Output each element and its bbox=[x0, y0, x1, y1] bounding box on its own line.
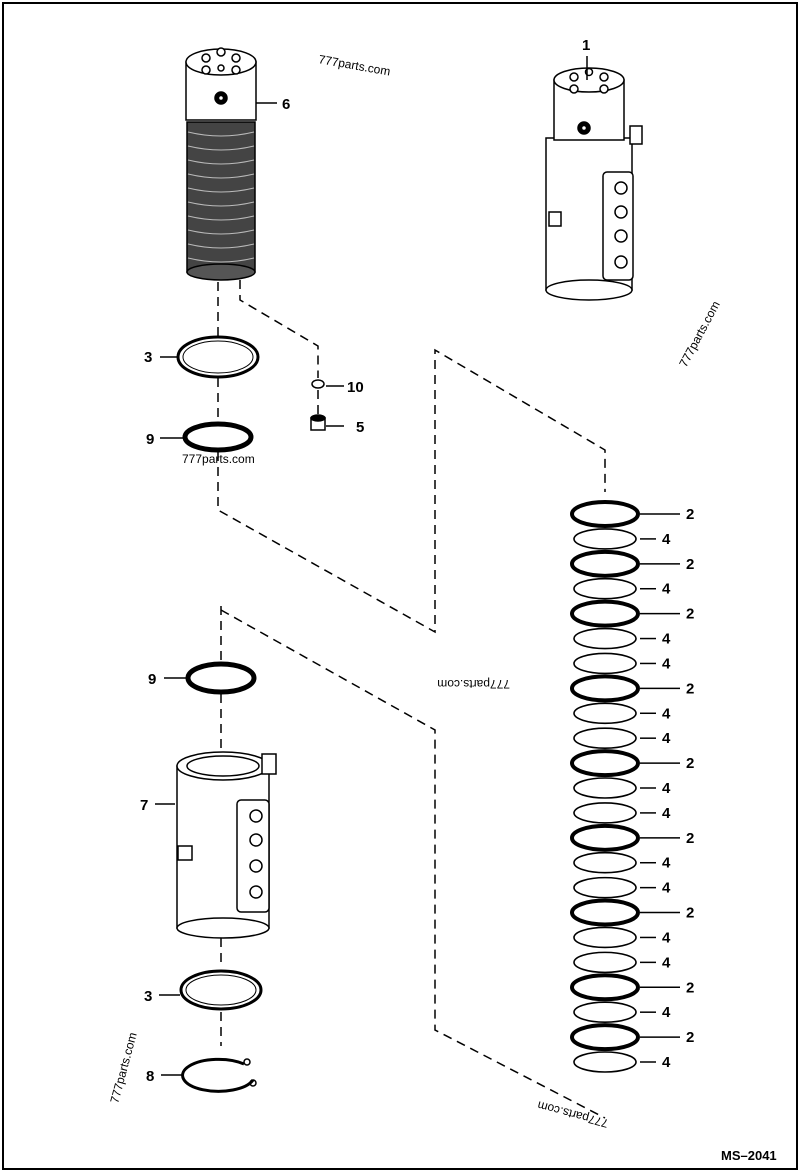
watermark: 777parts.com bbox=[107, 1031, 139, 1105]
callout-4: 4 bbox=[662, 581, 671, 598]
assembly-dashed-lines bbox=[217, 280, 606, 1119]
callout-4: 4 bbox=[662, 730, 671, 747]
callout-2: 2 bbox=[686, 606, 694, 623]
ring-3-lower bbox=[179, 969, 263, 1011]
backup-ring-4 bbox=[573, 702, 637, 725]
callout-2: 2 bbox=[686, 755, 694, 772]
backup-ring-4 bbox=[573, 1051, 637, 1073]
callout-1: 1 bbox=[582, 37, 590, 54]
backup-ring-4 bbox=[573, 876, 637, 899]
part-6-rotor bbox=[185, 47, 257, 281]
backup-ring-4 bbox=[573, 627, 637, 650]
ring-9-upper bbox=[182, 421, 254, 453]
ring-9-lower bbox=[185, 661, 257, 695]
watermark: 777parts.com bbox=[536, 1098, 610, 1130]
callout-3-lower: 3 bbox=[144, 988, 152, 1005]
callout-2: 2 bbox=[686, 979, 694, 996]
plug-5 bbox=[310, 414, 326, 431]
oring-10 bbox=[311, 379, 325, 389]
callout-6: 6 bbox=[282, 96, 290, 113]
callout-2: 2 bbox=[686, 556, 694, 573]
backup-ring-4 bbox=[573, 577, 637, 600]
watermark: 777parts.com bbox=[437, 677, 510, 691]
seal-ring-2 bbox=[570, 549, 640, 578]
part-1-swivel-assembly bbox=[545, 67, 643, 301]
callout-4: 4 bbox=[662, 880, 671, 897]
seal-ring-2 bbox=[570, 500, 640, 528]
callout-9-lower: 9 bbox=[148, 671, 156, 688]
snap-ring-8 bbox=[181, 1057, 257, 1093]
callout-4: 4 bbox=[662, 954, 671, 971]
part-6-grooves bbox=[187, 131, 255, 263]
callout-8: 8 bbox=[146, 1068, 154, 1085]
backup-ring-4 bbox=[573, 951, 637, 974]
seal-ring-2 bbox=[570, 973, 640, 1002]
backup-ring-4 bbox=[573, 652, 637, 675]
callout-4: 4 bbox=[662, 705, 671, 722]
callout-4: 4 bbox=[662, 805, 671, 822]
watermark: 777parts.com bbox=[182, 452, 255, 466]
backup-ring-4 bbox=[573, 802, 637, 824]
seal-ring-2 bbox=[570, 1023, 640, 1052]
leader-lines bbox=[155, 56, 588, 1076]
figure-code: MS–2041 bbox=[721, 1148, 777, 1163]
part-7-housing bbox=[176, 751, 277, 939]
backup-ring-4 bbox=[573, 528, 637, 550]
callout-7: 7 bbox=[140, 797, 148, 814]
callout-4: 4 bbox=[662, 929, 671, 946]
seal-ring-2 bbox=[570, 898, 640, 927]
callout-2: 2 bbox=[686, 506, 694, 523]
callout-2: 2 bbox=[686, 1029, 694, 1046]
callout-4: 4 bbox=[662, 780, 671, 797]
ring-3-upper bbox=[176, 335, 260, 379]
callout-4: 4 bbox=[662, 531, 671, 548]
backup-ring-4 bbox=[573, 727, 637, 749]
callout-10: 10 bbox=[347, 379, 364, 396]
backup-ring-4 bbox=[573, 1001, 637, 1023]
callout-4: 4 bbox=[662, 1054, 671, 1071]
seal-ring-2 bbox=[570, 599, 640, 628]
callout-4: 4 bbox=[662, 655, 671, 672]
callout-2: 2 bbox=[686, 830, 694, 847]
backup-ring-4 bbox=[573, 777, 637, 799]
seal-ring-2 bbox=[570, 823, 640, 852]
callout-3-upper: 3 bbox=[144, 349, 152, 366]
backup-ring-4 bbox=[573, 926, 637, 949]
callout-4: 4 bbox=[662, 631, 671, 648]
callout-9-upper: 9 bbox=[146, 431, 154, 448]
watermark: 777parts.com bbox=[317, 52, 391, 78]
callout-2: 2 bbox=[686, 905, 694, 922]
callout-4: 4 bbox=[662, 1004, 671, 1021]
seal-ring-2 bbox=[570, 749, 640, 778]
callout-2: 2 bbox=[686, 680, 694, 697]
backup-ring-4 bbox=[573, 851, 637, 874]
callout-4: 4 bbox=[662, 855, 671, 872]
watermark: 777parts.com bbox=[676, 299, 722, 370]
seal-ring-2 bbox=[570, 674, 640, 703]
callout-5: 5 bbox=[356, 419, 364, 436]
